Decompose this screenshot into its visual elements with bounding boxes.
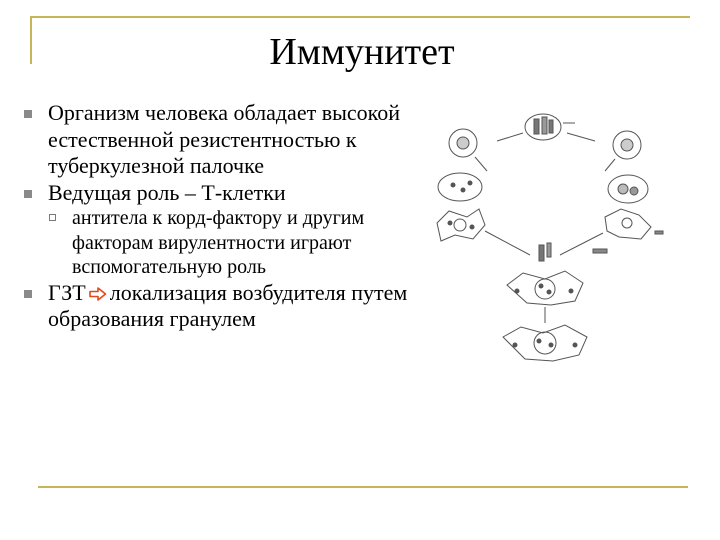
bullet-item-resistance: Организм человека обладает высокой естес… [22,100,412,180]
hollow-square-bullet-icon [49,214,56,221]
bullet-text-before-arrow: ГЗТ [48,279,86,305]
bullet-text: Организм человека обладает высокой естес… [48,100,400,178]
frame-left-line [30,16,32,64]
bullet-text-after-arrow: локализация возбудителя путем образовани… [48,279,408,332]
sub-bullet-antibodies: антитела к корд-фактору и другим фактора… [22,206,412,280]
square-bullet-icon [24,110,32,118]
square-bullet-icon [24,289,32,298]
square-bullet-icon [24,189,32,198]
sub-bullet-text: антитела к корд-фактору и другим фактора… [72,207,365,278]
outline-right-arrow-icon [88,287,107,302]
frame-bottom-line [38,486,688,488]
slide-title: Иммунитет [269,31,455,73]
frame-top-line [30,16,690,18]
bullet-item-t-cells: Ведущая роль – Т-клетки [22,180,412,207]
bullet-text: Ведущая роль – Т-клетки [48,179,286,205]
immune-response-diagram [415,105,695,375]
bullet-list: Организм человека обладает высокой естес… [22,100,412,333]
